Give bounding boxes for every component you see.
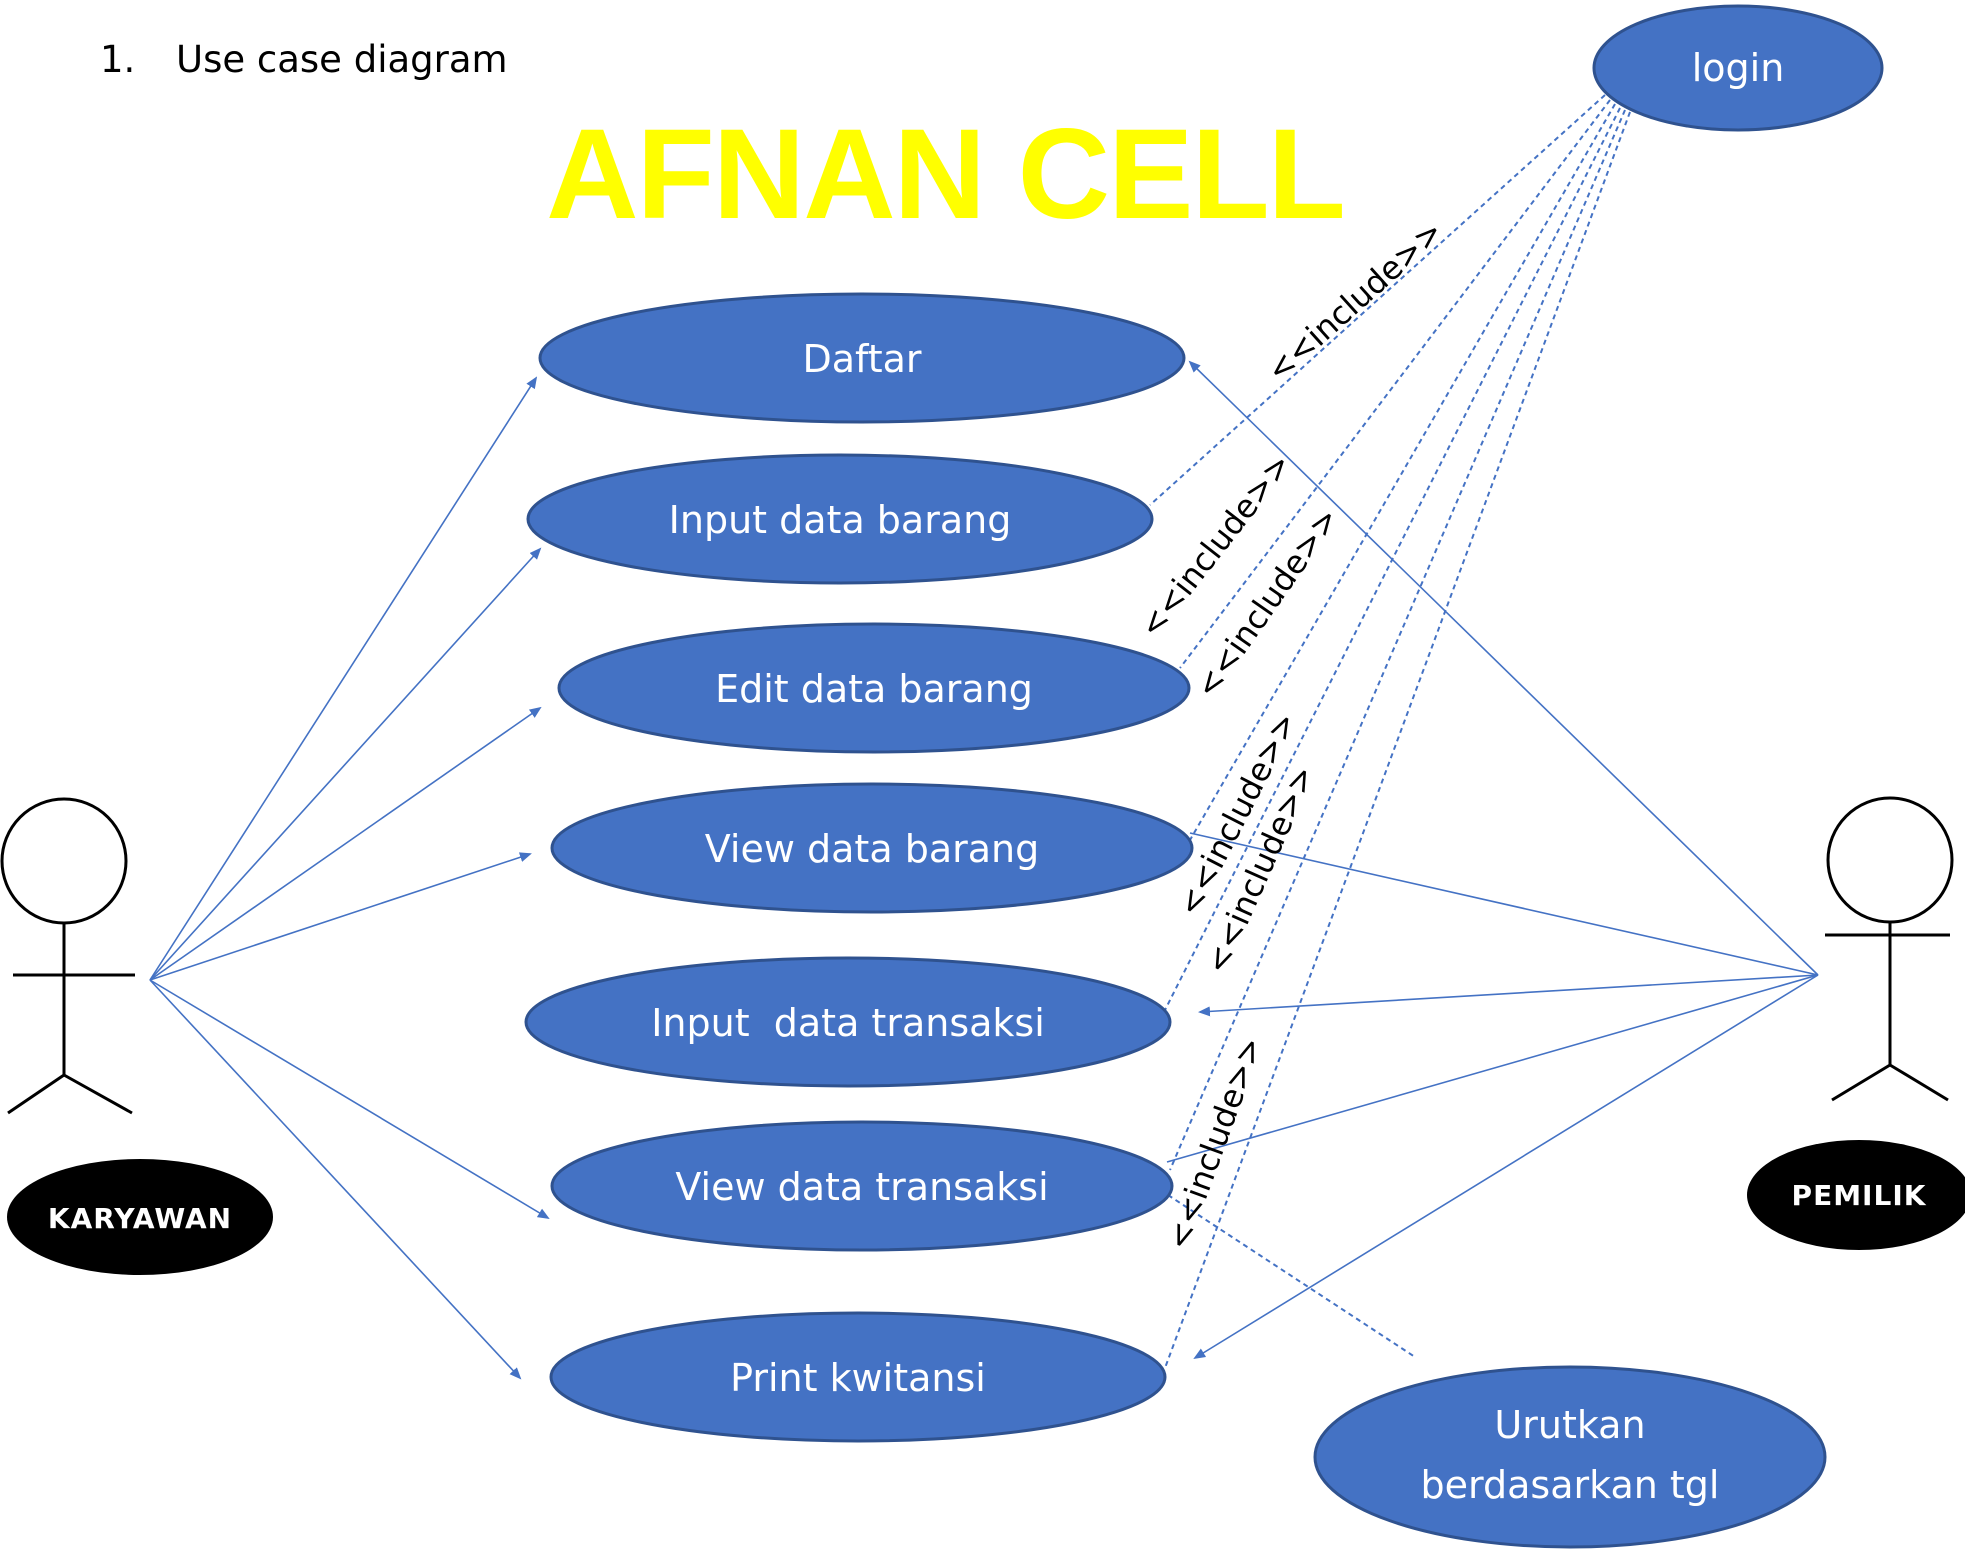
pemilik-to-view-transaksi xyxy=(1166,974,1819,1163)
actor-karyawan-label: KARYAWAN xyxy=(48,1202,232,1235)
actor-pemilik[interactable] xyxy=(1825,796,1954,1102)
usecase-login-label: login xyxy=(1692,46,1785,90)
usecase-urutkan-berdasarkan-tgl[interactable]: Urutkan berdasarkan tgl xyxy=(1313,1365,1827,1549)
usecase-print-kwitansi[interactable]: Print kwitansi xyxy=(549,1311,1167,1443)
karyawan-to-view-transaksi xyxy=(149,979,550,1220)
actor-pemilik-badge: PEMILIK xyxy=(1747,1140,1965,1250)
usecase-input-data-barang[interactable]: Input data barang xyxy=(526,453,1154,585)
heading-text: Use case diagram xyxy=(176,38,508,81)
include-line-urutkan xyxy=(1167,1194,1416,1358)
usecase-view-data-transaksi[interactable]: View data transaksi xyxy=(550,1120,1174,1252)
usecase-login[interactable]: login xyxy=(1592,4,1884,132)
include-line-view-transaksi xyxy=(1169,109,1626,1171)
usecase-view-data-barang[interactable]: View data barang xyxy=(550,782,1194,914)
usecase-input-data-transaksi[interactable]: Input data transaksi xyxy=(524,956,1172,1088)
include-line-print-kwitansi xyxy=(1164,111,1631,1369)
pemilik-associations xyxy=(1166,360,1819,1360)
actor-pemilik-left-leg xyxy=(1831,1063,1891,1102)
pemilik-to-daftar xyxy=(1188,360,1819,976)
usecase-print-kwitansi-label: Print kwitansi xyxy=(730,1356,986,1400)
brand-title: AFNAN CELL xyxy=(546,103,1344,246)
include-lines xyxy=(1149,94,1631,1369)
actor-pemilik-label: PEMILIK xyxy=(1792,1179,1927,1212)
karyawan-to-edit-barang xyxy=(149,706,542,981)
usecase-edit-barang-label: Edit data barang xyxy=(715,667,1033,711)
actor-karyawan-head xyxy=(0,797,128,925)
karyawan-to-print-kwitansi xyxy=(149,979,522,1380)
pemilik-to-view-barang xyxy=(1189,832,1819,976)
pemilik-to-input-transaksi xyxy=(1198,974,1819,1017)
usecase-input-transaksi-label: Input data transaksi xyxy=(651,1001,1045,1045)
actor-karyawan-right-leg xyxy=(63,1073,133,1115)
karyawan-associations xyxy=(149,376,550,1380)
usecase-daftar[interactable]: Daftar xyxy=(538,292,1186,424)
include-line-view-barang xyxy=(1189,103,1616,841)
include-line-edit-barang xyxy=(1179,99,1611,669)
usecase-urutkan-label-line1: Urutkan xyxy=(1494,1403,1645,1447)
karyawan-to-view-barang xyxy=(149,852,532,981)
actor-karyawan[interactable] xyxy=(0,797,135,1115)
usecase-daftar-label: Daftar xyxy=(802,337,921,381)
actor-karyawan-left-leg xyxy=(7,1073,65,1115)
pemilik-to-print-kwitansi xyxy=(1193,974,1819,1360)
usecase-urutkan-label-line2: berdasarkan tgl xyxy=(1421,1463,1720,1507)
usecase-view-barang-label: View data barang xyxy=(705,827,1039,871)
include-line-input-barang xyxy=(1149,94,1606,506)
heading-number: 1. xyxy=(100,38,135,81)
usecase-view-transaksi-label: View data transaksi xyxy=(675,1165,1048,1209)
usecase-input-barang-label: Input data barang xyxy=(669,498,1012,542)
actor-pemilik-head xyxy=(1826,796,1954,924)
karyawan-to-input-barang xyxy=(149,547,542,981)
karyawan-to-daftar xyxy=(149,376,538,981)
actor-karyawan-badge: KARYAWAN xyxy=(7,1159,273,1275)
usecase-edit-data-barang[interactable]: Edit data barang xyxy=(557,622,1191,754)
actor-pemilik-right-leg xyxy=(1889,1063,1949,1102)
